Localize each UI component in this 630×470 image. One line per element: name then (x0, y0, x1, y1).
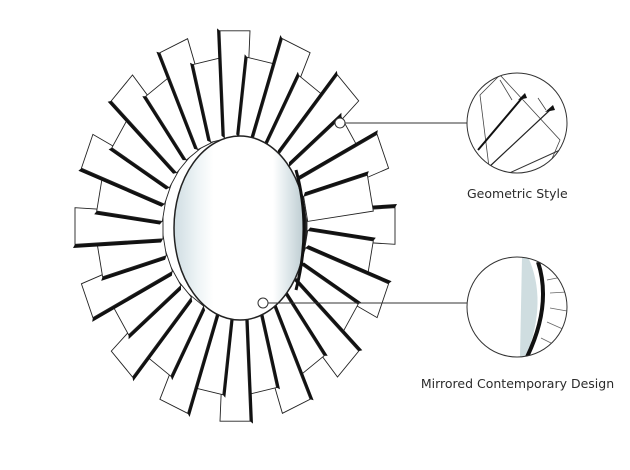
mirror-edge-detail-inset (467, 257, 567, 357)
callout-mirrored (257, 256, 568, 358)
mirrored-design-label: Mirrored Contemporary Design (420, 376, 615, 391)
geometric-detail-inset (467, 73, 567, 173)
center-mirror (173, 135, 307, 321)
mirror-panels (73, 28, 397, 424)
geometric-style-label: Geometric Style (467, 186, 568, 201)
callout-geometric (334, 72, 568, 174)
